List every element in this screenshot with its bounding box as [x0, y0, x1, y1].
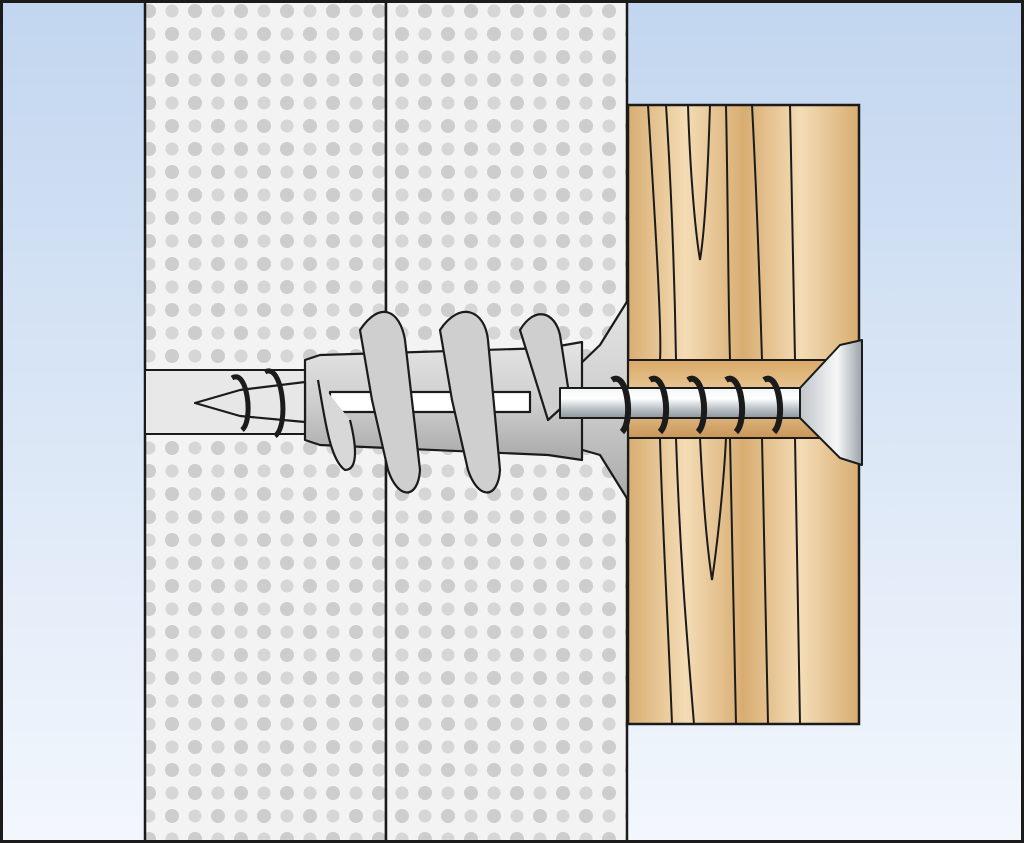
- anchor-thread-1: [358, 310, 422, 494]
- screw-shank: [559, 387, 801, 419]
- screw-threads-inside-anchor: [230, 368, 286, 439]
- wood-grain-lines: [647, 105, 801, 724]
- anchor-slot: [328, 390, 532, 414]
- anchor-thread-3: [518, 313, 572, 422]
- drywall-anchor: [193, 298, 630, 502]
- wood-screw: [230, 339, 863, 466]
- anchor-thread-4: [316, 379, 357, 472]
- screw-threads: [610, 375, 783, 435]
- anchor-thread-2: [438, 310, 502, 494]
- screw-head: [799, 339, 863, 466]
